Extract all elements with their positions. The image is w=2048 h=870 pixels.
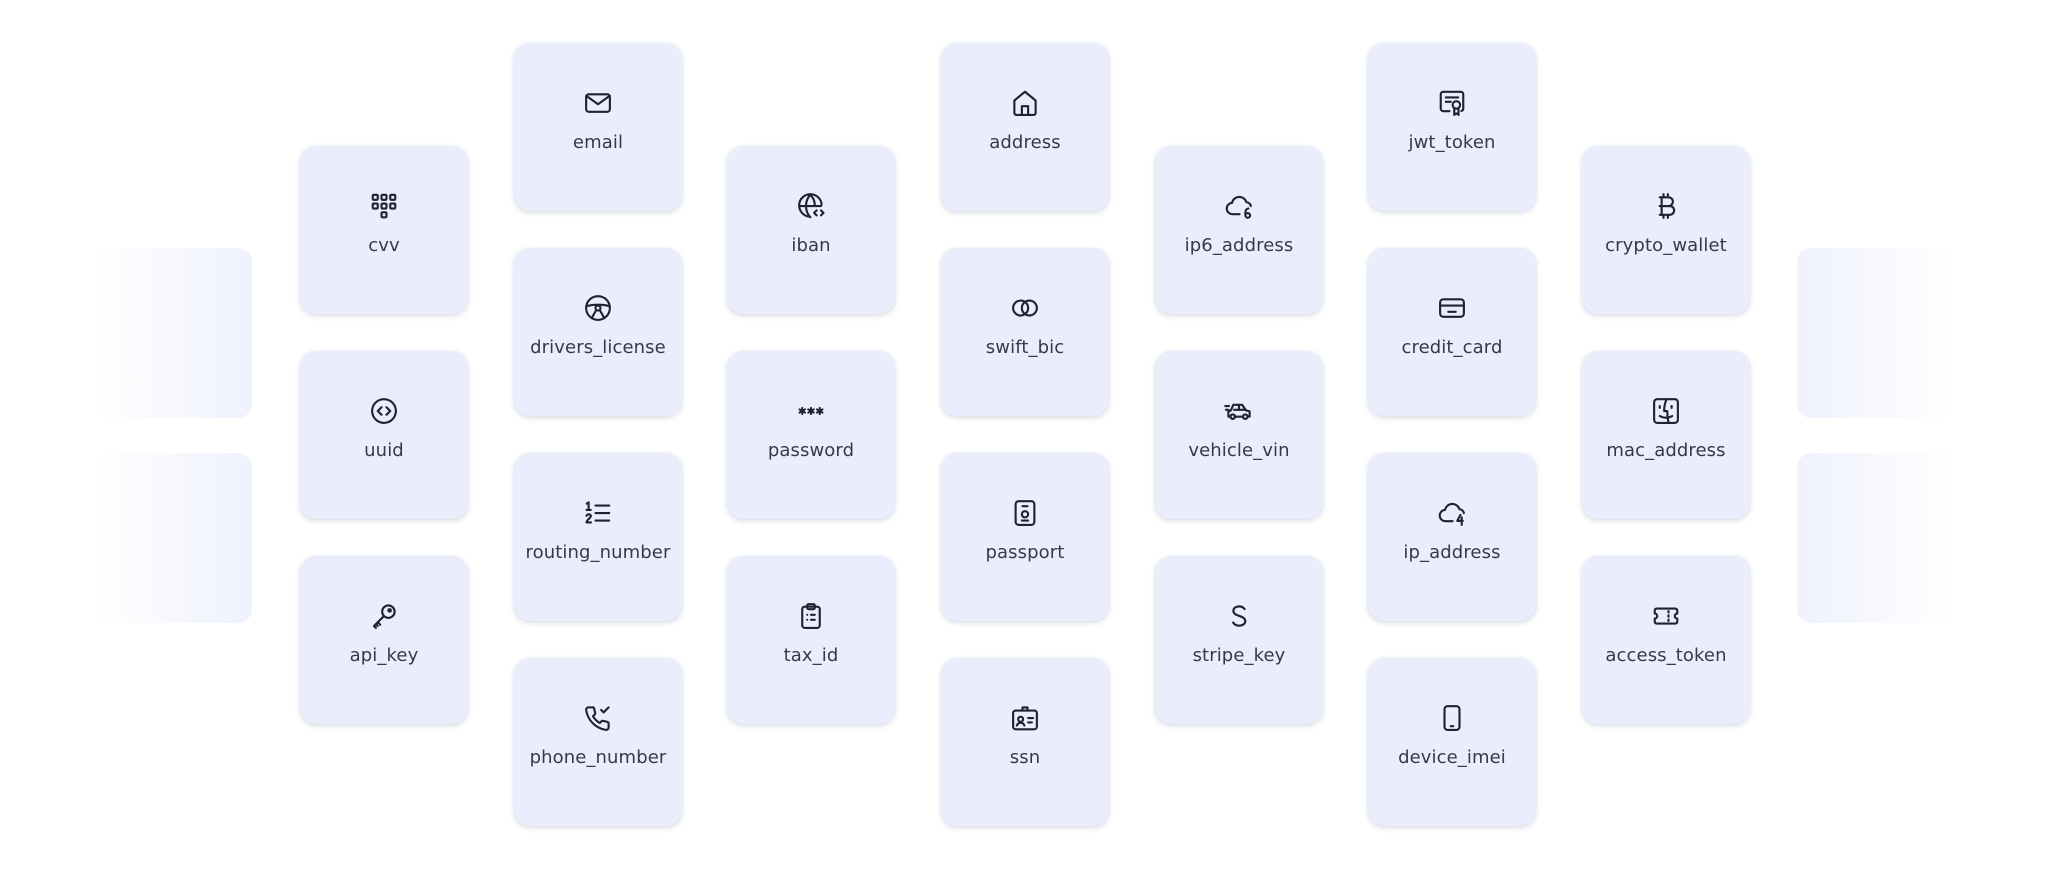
tile-label: routing_number	[525, 542, 671, 563]
faded-tile-right-top	[1797, 248, 1957, 418]
tile-ssn[interactable]: ssn	[941, 658, 1109, 826]
stripe-s-icon	[1223, 600, 1255, 632]
tile-ip6-address[interactable]: ip6_address	[1155, 146, 1323, 314]
tile-label: ssn	[1009, 747, 1041, 768]
tile-label: tax_id	[783, 645, 839, 666]
tile-label: device_imei	[1398, 747, 1506, 768]
tile-swift-bic[interactable]: swift_bic	[941, 248, 1109, 416]
tile-label: crypto_wallet	[1605, 235, 1727, 256]
id-card-icon	[1009, 702, 1041, 734]
tile-label: access_token	[1605, 645, 1727, 666]
passport-icon	[1009, 497, 1041, 529]
certificate-icon	[1436, 87, 1468, 119]
tile-crypto-wallet[interactable]: crypto_wallet	[1582, 146, 1750, 314]
mail-icon	[582, 87, 614, 119]
tile-drivers-license[interactable]: drivers_license	[514, 248, 682, 416]
tile-label: swift_bic	[985, 337, 1065, 358]
tile-uuid[interactable]: uuid	[300, 351, 468, 519]
tile-address[interactable]: address	[941, 43, 1109, 211]
cloud-four-icon	[1436, 497, 1468, 529]
code-circle-icon	[368, 395, 400, 427]
numbered-list-icon	[582, 497, 614, 529]
cloud-six-icon	[1223, 190, 1255, 222]
tile-label: address	[989, 132, 1061, 153]
tile-password[interactable]: password	[727, 351, 895, 519]
keypad-icon	[368, 190, 400, 222]
tile-label: credit_card	[1401, 337, 1503, 358]
tile-mac-address[interactable]: mac_address	[1582, 351, 1750, 519]
tile-vehicle-vin[interactable]: vehicle_vin	[1155, 351, 1323, 519]
tile-label: drivers_license	[530, 337, 666, 358]
tile-jwt-token[interactable]: jwt_token	[1368, 43, 1536, 211]
tile-phone-number[interactable]: phone_number	[514, 658, 682, 826]
tile-label: jwt_token	[1408, 132, 1496, 153]
tile-label: stripe_key	[1192, 645, 1286, 666]
credit-card-icon	[1436, 292, 1468, 324]
tile-credit-card[interactable]: credit_card	[1368, 248, 1536, 416]
faded-tile-left-bottom	[92, 453, 252, 623]
faded-tile-right-bottom	[1797, 453, 1957, 623]
finder-icon	[1650, 395, 1682, 427]
clipboard-list-icon	[795, 600, 827, 632]
tile-label: vehicle_vin	[1188, 440, 1290, 461]
tile-device-imei[interactable]: device_imei	[1368, 658, 1536, 826]
tile-label: api_key	[349, 645, 419, 666]
tile-passport[interactable]: passport	[941, 453, 1109, 621]
tile-cvv[interactable]: cvv	[300, 146, 468, 314]
phone-check-icon	[582, 702, 614, 734]
linked-rings-icon	[1009, 292, 1041, 324]
tile-ip-address[interactable]: ip_address	[1368, 453, 1536, 621]
steering-wheel-icon	[582, 292, 614, 324]
tile-stripe-key[interactable]: stripe_key	[1155, 556, 1323, 724]
globe-code-icon	[795, 190, 827, 222]
tile-label: cvv	[368, 235, 400, 256]
tile-label: passport	[985, 542, 1065, 563]
tile-label: mac_address	[1606, 440, 1726, 461]
tile-label: ip6_address	[1184, 235, 1294, 256]
tile-tax-id[interactable]: tax_id	[727, 556, 895, 724]
tile-email[interactable]: email	[514, 43, 682, 211]
tile-access-token[interactable]: access_token	[1582, 556, 1750, 724]
tile-label: iban	[791, 235, 831, 256]
tile-iban[interactable]: iban	[727, 146, 895, 314]
home-icon	[1009, 87, 1041, 119]
car-icon	[1223, 395, 1255, 427]
smartphone-icon	[1436, 702, 1468, 734]
tile-label: phone_number	[529, 747, 667, 768]
asterisks-icon	[795, 395, 827, 427]
tile-label: email	[572, 132, 624, 153]
faded-tile-left-top	[92, 248, 252, 418]
tile-routing-number[interactable]: routing_number	[514, 453, 682, 621]
bitcoin-icon	[1650, 190, 1682, 222]
key-icon	[368, 600, 400, 632]
tile-label: uuid	[364, 440, 404, 461]
tile-label: ip_address	[1403, 542, 1501, 563]
ticket-icon	[1650, 600, 1682, 632]
tile-label: password	[767, 440, 855, 461]
tile-api-key[interactable]: api_key	[300, 556, 468, 724]
